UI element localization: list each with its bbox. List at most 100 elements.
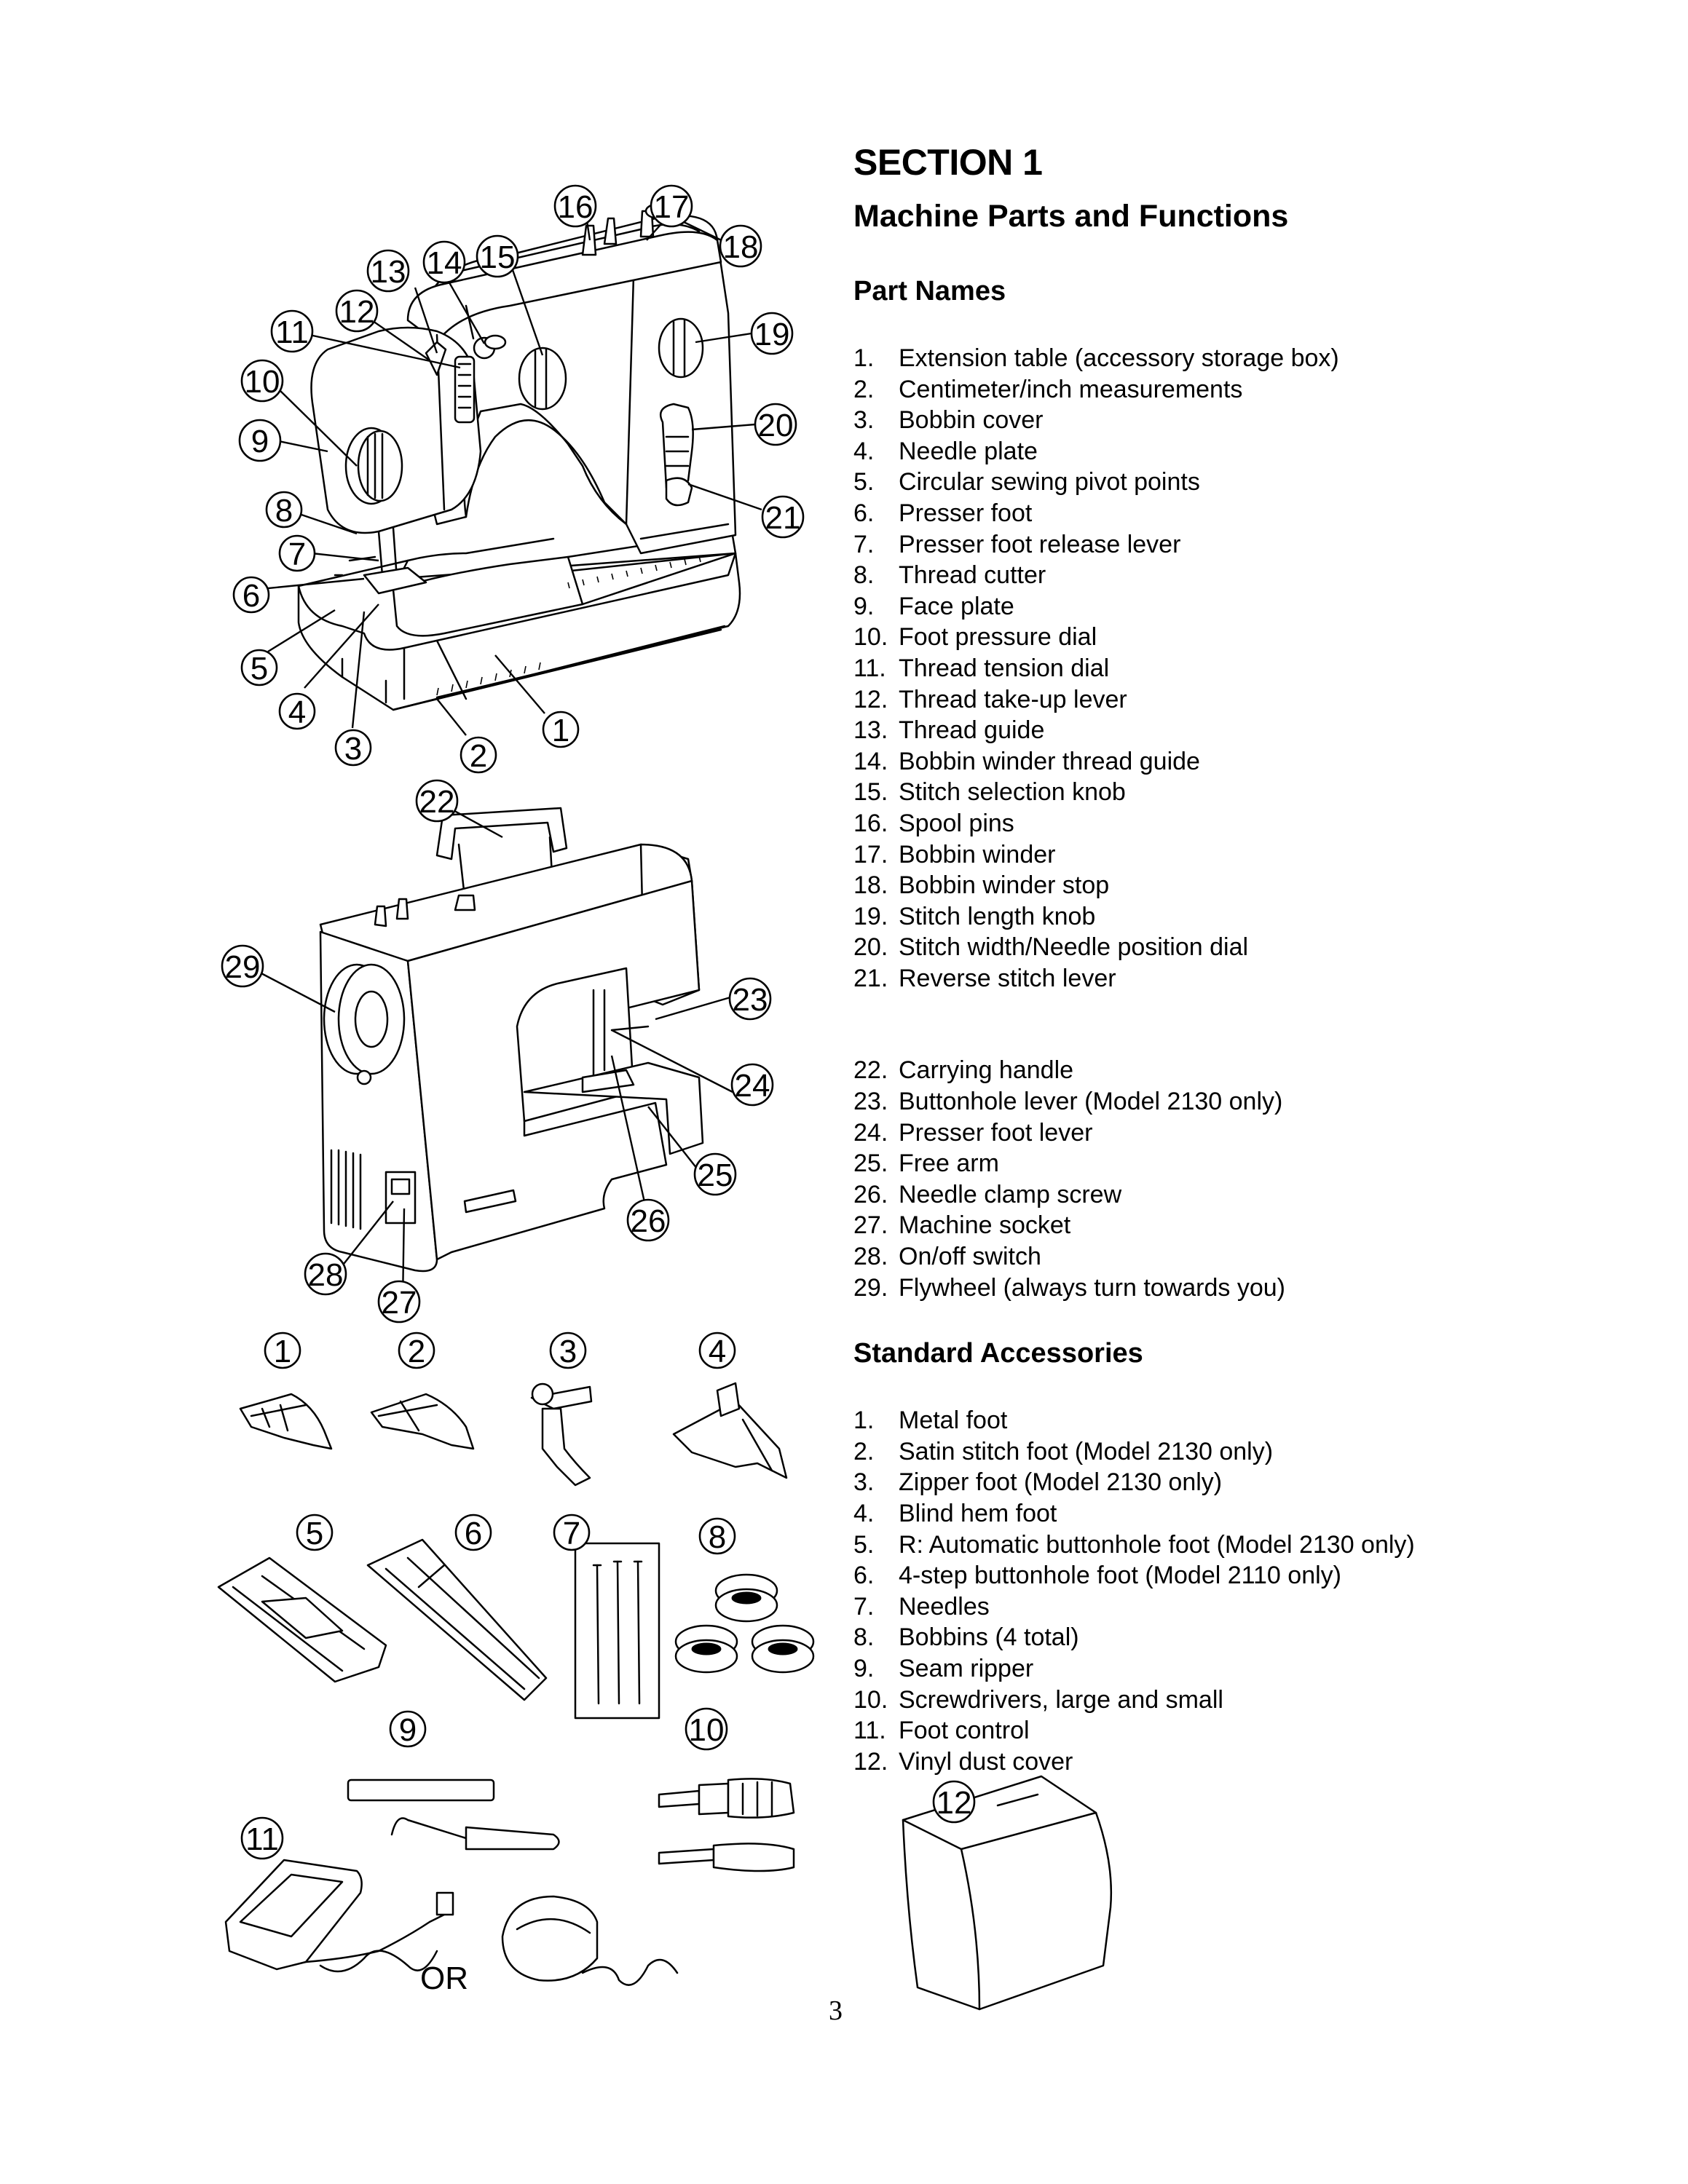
callout-11: 11 bbox=[272, 311, 312, 352]
list-item-number: 2. bbox=[853, 1437, 875, 1465]
machine-rear-drawing bbox=[320, 808, 703, 1271]
list-item-label: Blind hem foot bbox=[899, 1500, 1057, 1527]
list-item-label: Machine socket bbox=[899, 1211, 1071, 1240]
svg-text:6: 6 bbox=[465, 1516, 482, 1551]
section-title: SECTION 1 bbox=[853, 142, 1043, 183]
list-item: 7.Needles bbox=[853, 1591, 1662, 1623]
svg-text:4: 4 bbox=[709, 1334, 726, 1369]
list-item: 9.Seam ripper bbox=[853, 1653, 1662, 1685]
svg-text:7: 7 bbox=[288, 537, 306, 572]
list-item-label: Flywheel (always turn towards you) bbox=[899, 1273, 1285, 1302]
svg-text:24: 24 bbox=[735, 1068, 770, 1104]
list-item-number: 9. bbox=[853, 1654, 875, 1682]
list-item: 8.Thread cutter bbox=[853, 560, 1662, 591]
list-item: 22.Carrying handle bbox=[853, 1055, 1662, 1086]
list-item-number: 9. bbox=[853, 592, 875, 620]
needles-package-drawing bbox=[575, 1543, 659, 1718]
list-item-label: Screwdrivers, large and small bbox=[899, 1685, 1223, 1714]
svg-text:26: 26 bbox=[631, 1203, 666, 1239]
list-item-label: Foot control bbox=[899, 1717, 1030, 1745]
list-item-number: 3. bbox=[853, 406, 875, 435]
list-item-number: 15. bbox=[853, 778, 888, 807]
list-item: 8. Bobbins (4 total) bbox=[853, 1622, 1662, 1653]
callout-8: 8 bbox=[267, 492, 301, 529]
list-item-number: 23. bbox=[853, 1088, 888, 1116]
list-item: 10.Foot pressure dial bbox=[853, 622, 1662, 653]
list-item-label: Thread tension dial bbox=[899, 654, 1110, 682]
list-item-number: 12. bbox=[853, 685, 888, 713]
list-item-label: Stitch width/Needle position dial bbox=[899, 933, 1249, 962]
svg-text:9: 9 bbox=[251, 424, 269, 459]
list-item: 5.R: Automatic buttonhole foot (Model 21… bbox=[853, 1530, 1662, 1561]
list-item-label: Free arm bbox=[899, 1150, 999, 1178]
automatic-buttonhole-foot-drawing bbox=[218, 1558, 386, 1682]
list-item: 14.Bobbin winder thread guide bbox=[853, 746, 1662, 778]
callout-25: 25 bbox=[695, 1154, 735, 1195]
list-item-label: 4-step buttonhole foot (Model 2110 only) bbox=[899, 1562, 1341, 1590]
svg-text:3: 3 bbox=[344, 731, 362, 767]
acc-callout-12: 12 bbox=[934, 1781, 974, 1822]
text-column: SECTION 1 Machine Parts and Functions Pa… bbox=[853, 144, 1662, 1777]
acc-callout-10: 10 bbox=[686, 1709, 727, 1749]
callout-7: 7 bbox=[280, 536, 315, 572]
callout-15: 15 bbox=[477, 236, 518, 277]
list-item-label: Circular sewing pivot points bbox=[899, 468, 1200, 496]
callout-20: 20 bbox=[755, 404, 796, 445]
svg-text:8: 8 bbox=[275, 493, 293, 529]
list-item-label: Thread take-up lever bbox=[899, 685, 1127, 713]
list-item-label: Presser foot release lever bbox=[899, 530, 1181, 558]
list-item-number: 19. bbox=[853, 902, 888, 930]
list-item-number: 6. bbox=[853, 499, 875, 527]
list-item: 10.Screwdrivers, large and small bbox=[853, 1685, 1662, 1716]
list-item: 9.Face plate bbox=[853, 591, 1662, 622]
list-item-label: Bobbins (4 total) bbox=[899, 1623, 1079, 1652]
svg-text:8: 8 bbox=[709, 1519, 726, 1555]
callout-14: 14 bbox=[424, 242, 465, 282]
acc-callout-8: 8 bbox=[700, 1519, 735, 1555]
svg-text:9: 9 bbox=[399, 1712, 417, 1748]
svg-text:23: 23 bbox=[733, 982, 768, 1018]
section-subtitle: Machine Parts and Functions bbox=[853, 199, 1289, 234]
list-item-number: 10. bbox=[853, 623, 888, 652]
callout-12: 12 bbox=[336, 290, 377, 331]
list-item-number: 8. bbox=[853, 1623, 875, 1652]
acc-callout-7: 7 bbox=[554, 1515, 589, 1551]
list-item-number: 29. bbox=[853, 1273, 888, 1302]
list-item-number: 5. bbox=[853, 468, 875, 496]
svg-text:20: 20 bbox=[758, 408, 794, 443]
rear-leader-lines bbox=[259, 808, 733, 1303]
satin-stitch-foot-drawing bbox=[371, 1394, 473, 1449]
svg-text:10: 10 bbox=[689, 1712, 725, 1748]
svg-text:14: 14 bbox=[427, 245, 462, 281]
list-item-number: 14. bbox=[853, 747, 888, 775]
list-item: 19.Stitch length knob bbox=[853, 901, 1662, 933]
bobbins-drawing bbox=[676, 1575, 813, 1672]
standard-accessories-heading: Standard Accessories bbox=[853, 1338, 1143, 1369]
acc-callout-4: 4 bbox=[700, 1333, 735, 1369]
list-item-label: Bobbin winder bbox=[899, 840, 1056, 869]
callout-19: 19 bbox=[752, 313, 792, 354]
list-item-label: Needle clamp screw bbox=[899, 1180, 1122, 1208]
list-item-number: 17. bbox=[853, 840, 888, 869]
callout-21: 21 bbox=[762, 496, 803, 537]
list-item: 3.Zipper foot (Model 2130 only) bbox=[853, 1467, 1662, 1498]
front-leader-lines bbox=[253, 211, 762, 735]
callout-1: 1 bbox=[543, 712, 578, 748]
callout-10: 10 bbox=[242, 360, 283, 401]
svg-text:13: 13 bbox=[371, 254, 406, 290]
svg-text:4: 4 bbox=[288, 695, 306, 730]
acc-callout-6: 6 bbox=[456, 1515, 491, 1551]
list-item: 24.Presser foot lever bbox=[853, 1117, 1662, 1149]
list-item: 3.Bobbin cover bbox=[853, 405, 1662, 436]
list-item-label: Reverse stitch lever bbox=[899, 964, 1116, 992]
list-item: 18.Bobbin winder stop bbox=[853, 870, 1662, 901]
list-item-number: 16. bbox=[853, 809, 888, 837]
list-item-label: Bobbin winder stop bbox=[899, 871, 1110, 900]
foot-control-alt-drawing bbox=[502, 1896, 677, 1985]
list-item-number: 20. bbox=[853, 933, 888, 962]
list-item: 15.Stitch selection knob bbox=[853, 777, 1662, 808]
callout-5: 5 bbox=[242, 650, 277, 687]
list-item: 25.Free arm bbox=[853, 1148, 1662, 1179]
vinyl-dust-cover-drawing bbox=[903, 1776, 1111, 2009]
